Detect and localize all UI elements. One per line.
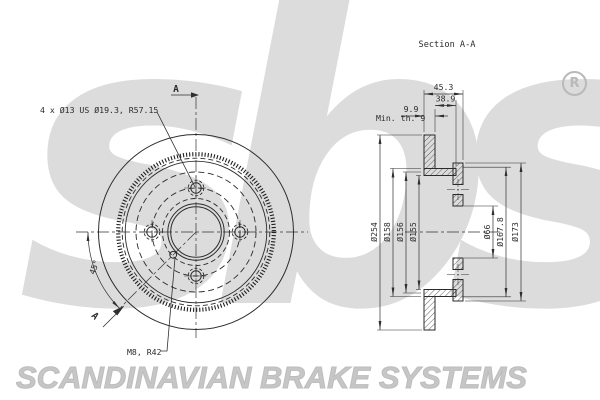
braking-band-bottom-section (423, 296, 436, 331)
section-marker-top-arrow-icon (191, 92, 199, 98)
front-view: 45° A A 4 x Ø13 US Ø19.3, R57.15 M8, R42 (40, 84, 308, 357)
section-marker-top-label: A (173, 84, 179, 95)
m8-leader (161, 257, 176, 352)
bolt-hole-left (140, 220, 164, 244)
angle-dimension-arc (86, 231, 120, 309)
dim-flange-dia-2: Ø173 (510, 222, 520, 242)
cut-line-45deg (120, 231, 197, 308)
section-title: Section A-A (419, 40, 477, 50)
section-marker-bottom-arrow-icon (112, 305, 125, 316)
dim-inner-dia-1: Ø158 (382, 222, 392, 242)
hat-cylinder-bottom-section (423, 289, 457, 297)
bolt-pattern-leader (156, 111, 196, 188)
dim-outer-diameter: Ø254 (369, 222, 379, 242)
outer-diameter-circle (98, 134, 294, 330)
m8-hole (169, 250, 178, 259)
hat-cylinder-top-section (423, 168, 457, 176)
bolt-hole-top (184, 176, 208, 200)
disc-cross-section (423, 134, 469, 331)
dim-flange-dia-1: Ø167.8 (495, 217, 505, 247)
bolt-hole-right (228, 220, 252, 244)
braking-band-hidden-circle (121, 157, 271, 307)
center-bore-chamfer-circle (167, 203, 225, 261)
center-bore-circle (170, 206, 222, 258)
registered-trademark-icon: R (562, 71, 587, 96)
dim-min-thickness: Min. th. 9 (376, 113, 425, 123)
dim-inner-dia-2: Ø156 (395, 222, 405, 242)
section-view: Section A-A (369, 40, 526, 331)
section-marker-bottom-label: A (89, 310, 101, 322)
dim-inner-dia-3: Ø155 (408, 222, 418, 242)
bolt-hole-bottom (184, 264, 208, 288)
dim-overall-width: 45.3 (434, 82, 454, 92)
angle-label: 45° (87, 258, 101, 275)
braking-band-knurl-ring (116, 152, 276, 312)
m8-label: M8, R42 (127, 347, 162, 357)
braking-band-inner-circle (124, 160, 268, 304)
hat-diameter-hidden-circle (135, 171, 257, 293)
bolt-pattern-label: 4 x Ø13 US Ø19.3, R57.15 (40, 105, 158, 115)
footer-brand-text: SCANDINAVIAN BRAKE SYSTEMS (16, 360, 528, 396)
dim-thickness: 9.9 (404, 104, 419, 114)
dim-center-bore: Ø66 (482, 225, 492, 240)
dim-hat-depth: 38.9 (436, 94, 456, 104)
braking-band-top-section (423, 134, 436, 169)
